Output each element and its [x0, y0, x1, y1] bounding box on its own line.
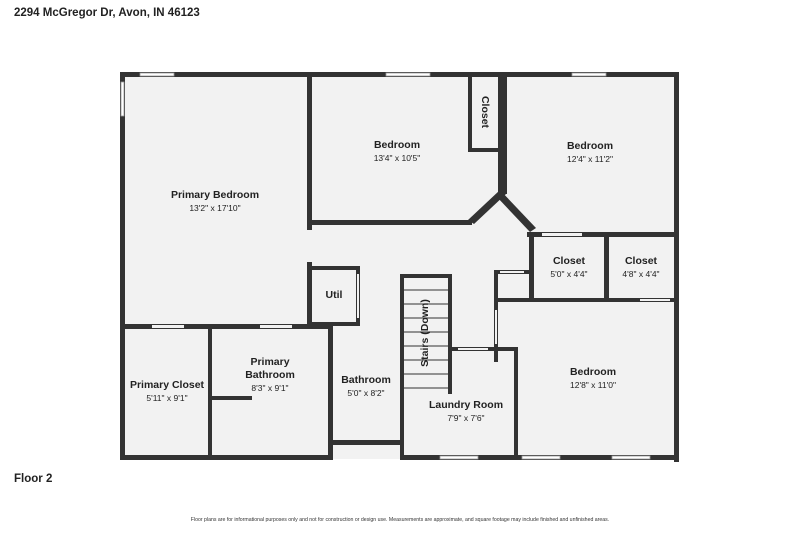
bedroom-1-label: Bedroom: [374, 139, 420, 151]
hall-angled-walls: [468, 190, 536, 232]
closet-1-label: Closet: [553, 255, 586, 267]
property-address: 2294 McGregor Dr, Avon, IN 46123: [14, 7, 200, 19]
closet-1-dims: 5'0" x 4'4": [550, 269, 587, 279]
bedroom-2-label: Bedroom: [567, 140, 613, 152]
bathroom-label: Bathroom: [341, 374, 391, 386]
laundry-room-label: Laundry Room: [429, 399, 503, 411]
windows: [120, 72, 651, 460]
bedroom-3-label: Bedroom: [570, 366, 616, 378]
closet-2-dims: 4'8" x 4'4": [622, 269, 659, 279]
primary-bathroom-label-line2: Bathroom: [245, 369, 295, 381]
floor-label: Floor 2: [14, 473, 53, 485]
closet-2-label: Closet: [625, 255, 658, 267]
stairs-label: Stairs (Down): [419, 299, 431, 367]
closet-top-label: Closet: [479, 96, 491, 129]
laundry-room-dims: 7'9" x 7'6": [447, 413, 484, 423]
bedroom-1-dims: 13'4" x 10'5": [374, 153, 421, 163]
floor-area: [122, 73, 677, 459]
bedroom-2-dims: 12'4" x 11'2": [567, 154, 613, 164]
bathroom-dims: 5'0" x 8'2": [347, 388, 384, 398]
bedroom-3-dims: 12'8" x 11'0": [570, 380, 616, 390]
util-label: Util: [326, 289, 343, 301]
primary-closet-label: Primary Closet: [130, 379, 205, 391]
primary-bathroom-dims: 8'3" x 9'1": [251, 383, 288, 393]
primary-bedroom-dims: 13'2" x 17'10": [189, 203, 240, 213]
primary-bedroom-label: Primary Bedroom: [171, 189, 259, 201]
stairs-treads: [404, 289, 448, 389]
door-openings: [152, 230, 670, 350]
primary-closet-dims: 5'11" x 9'1": [146, 393, 187, 403]
primary-bathroom-label-line1: Primary: [250, 356, 289, 368]
disclaimer-text: Floor plans are for informational purpos…: [190, 517, 610, 523]
